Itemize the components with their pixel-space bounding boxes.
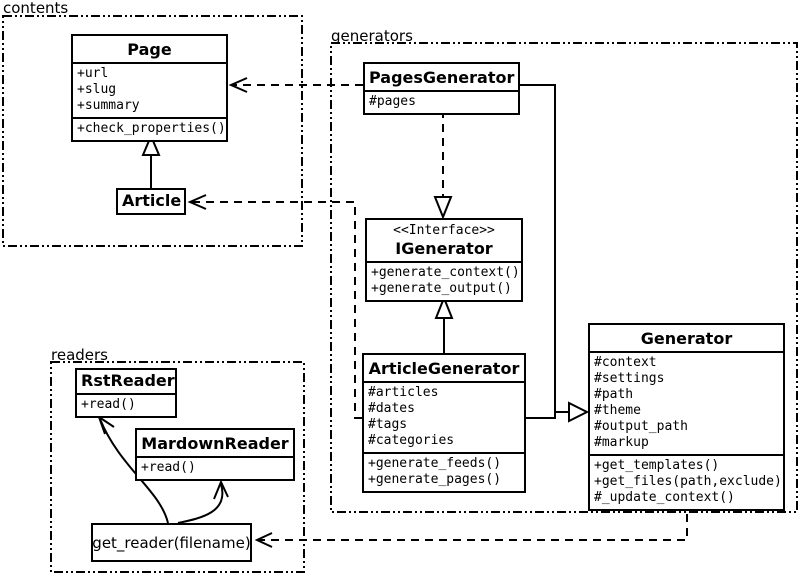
method: +generate_pages() <box>368 472 502 487</box>
method: +generate_output() <box>371 281 512 296</box>
class-articlegenerator-title: ArticleGenerator <box>368 359 520 378</box>
class-rstreader-title: RstReader <box>81 371 175 390</box>
class-articlegenerator-attributes: #articles #dates #tags #categories <box>364 381 524 452</box>
dependency-line-generator-getreader <box>259 500 688 541</box>
readers-package-border <box>50 361 305 573</box>
method: #_update_context() <box>594 490 735 505</box>
attribute: #tags <box>368 417 408 432</box>
class-generator-methods: +get_templates() +get_files(path,exclude… <box>590 454 783 509</box>
attribute: #settings <box>594 371 665 386</box>
contents-package-border <box>2 15 303 247</box>
class-page-attributes: +url +slug +summary <box>73 62 226 117</box>
class-mardownreader-title: MardownReader <box>141 434 289 453</box>
arrowhead-generator-getreader <box>254 532 273 548</box>
class-pagesgenerator-title: PagesGenerator <box>369 68 515 87</box>
class-generator: Generator #context #settings #path #them… <box>588 323 785 511</box>
class-mardownreader-methods: +read() <box>137 456 293 479</box>
class-articlegenerator-methods: +generate_feeds() +generate_pages() <box>364 452 524 491</box>
attribute: #articles <box>368 385 439 400</box>
attribute: #context <box>594 355 657 370</box>
inheritance-triangle-article-page <box>141 133 161 156</box>
class-page: Page +url +slug +summary +check_properti… <box>71 34 228 142</box>
method: +get_templates() <box>594 458 720 473</box>
attribute: #categories <box>368 433 455 448</box>
attribute: #theme <box>594 403 641 418</box>
class-article: Article <box>116 188 186 215</box>
class-page-title: Page <box>127 40 172 59</box>
class-igenerator-stereotype: <<Interface>> <box>393 223 495 238</box>
generators-package-label: generators <box>331 27 413 45</box>
realization-triangle-pagesgenerator-igenerator <box>433 196 453 220</box>
method: +generate_feeds() <box>368 456 502 471</box>
class-rstreader-methods: +read() <box>77 393 175 416</box>
arrowhead-getreader-mardownreader <box>213 479 229 500</box>
method: +generate_context() <box>371 265 520 280</box>
arrowhead-pagesgenerator-page <box>228 77 248 93</box>
arrowhead-articlegenerator-article <box>187 194 207 210</box>
class-pagesgenerator-attributes: #pages <box>365 90 518 113</box>
method: +get_files(path,exclude) <box>594 474 782 489</box>
get-reader-box: get_reader(filename) <box>91 523 252 562</box>
class-igenerator-title: IGenerator <box>395 239 493 258</box>
class-generator-attributes: #context #settings #path #theme #output_… <box>590 351 783 454</box>
attribute: #pages <box>369 94 416 109</box>
class-rstreader: RstReader +read() <box>75 368 177 418</box>
attribute: +summary <box>77 98 140 113</box>
class-pagesgenerator: PagesGenerator #pages <box>363 62 520 115</box>
arrow-curve-getreader-mardownreader <box>177 483 224 524</box>
contents-package-label: contents <box>3 0 69 17</box>
attribute: #markup <box>594 435 649 450</box>
inheritance-line-articlegenerator-generator <box>526 411 569 419</box>
inheritance-triangle-articlegenerator-igenerator <box>434 295 454 319</box>
class-igenerator-methods: +generate_context() +generate_output() <box>367 261 521 300</box>
class-mardownreader: MardownReader +read() <box>135 428 295 481</box>
inheritance-triangle-generator <box>568 401 590 423</box>
method: +check_properties() <box>77 121 226 136</box>
class-articlegenerator: ArticleGenerator #articles #dates #tags … <box>362 353 526 493</box>
dependency-line-articlegenerator-article <box>192 201 362 419</box>
method: +read() <box>81 397 136 412</box>
attribute: +slug <box>77 82 117 97</box>
attribute: +url <box>77 66 109 81</box>
class-igenerator: <<Interface>> IGenerator +generate_conte… <box>365 218 523 302</box>
class-article-title: Article <box>122 191 182 210</box>
readers-package-label: readers <box>51 346 108 364</box>
class-generator-title: Generator <box>640 329 733 348</box>
inheritance-line-pagesgenerator-generator <box>520 84 556 418</box>
method: +read() <box>141 460 196 475</box>
attribute: #dates <box>368 401 415 416</box>
generators-package-border <box>330 42 798 513</box>
class-page-methods: +check_properties() <box>73 117 226 140</box>
attribute: #output_path <box>594 419 688 434</box>
attribute: #path <box>594 387 634 402</box>
